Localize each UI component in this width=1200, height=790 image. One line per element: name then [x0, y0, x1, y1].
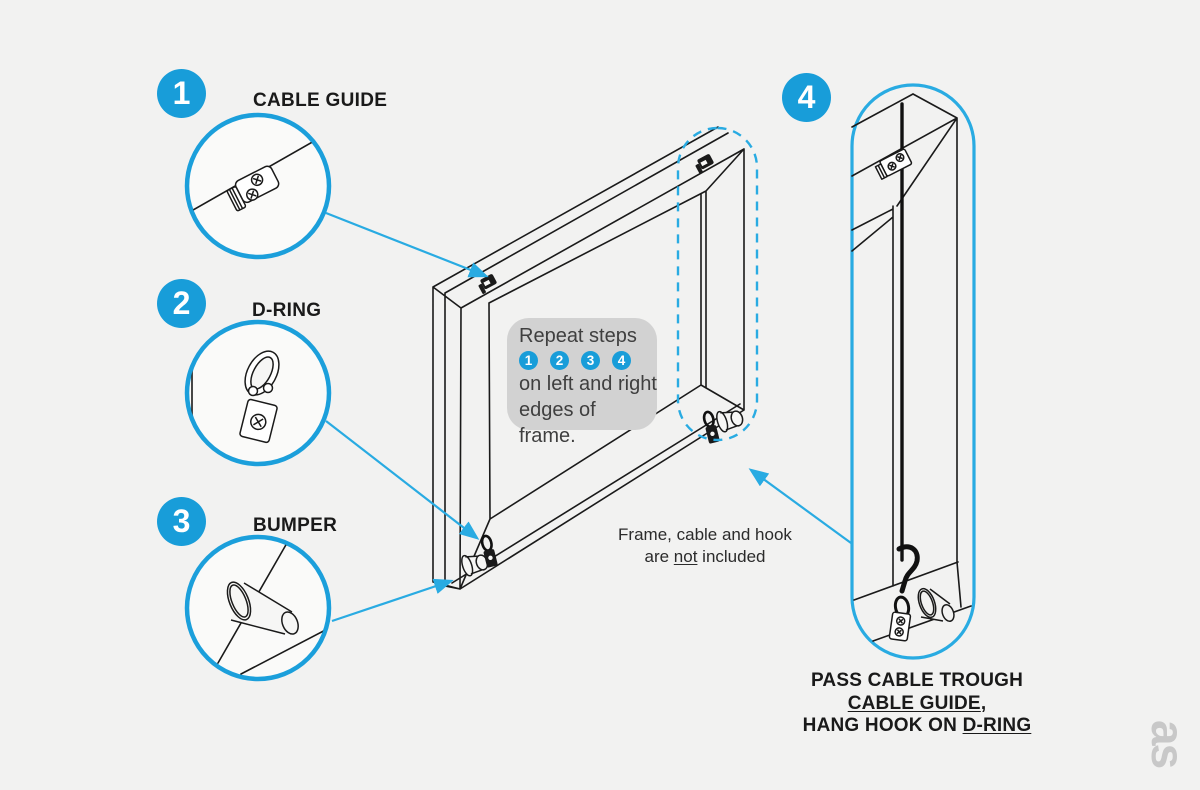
repeat-steps-intro: Repeat steps	[519, 325, 637, 347]
instruction-line3: HANG HOOK ON D-RING	[802, 715, 1032, 736]
capsule-bumper-icon	[917, 587, 955, 622]
arrow-cable-guide	[325, 211, 489, 278]
capsule-hook-and-d-ring-icon	[888, 544, 920, 642]
d-ring-label: D-RING	[252, 300, 322, 321]
bumper-detail-circle	[184, 534, 332, 682]
repeat-steps-panel: Repeat steps 1 2 3 4 on left and right e…	[507, 318, 657, 447]
frame-cable-guide-right-icon	[695, 154, 714, 174]
hanging-detail-capsule	[850, 83, 976, 660]
frame-bumper-right-icon	[716, 410, 744, 433]
note-line2: are not included	[644, 547, 766, 566]
pointer-arrows	[325, 211, 852, 623]
cable-guide-label: CABLE GUIDE	[253, 90, 388, 111]
frame-illustration	[432, 126, 745, 590]
hanging-instruction: PASS CABLE TROUGH CABLE GUIDE, HANG HOOK…	[792, 670, 1042, 738]
step-1-badge: 1	[157, 69, 206, 118]
arrow-d-ring	[325, 420, 480, 540]
brand-logo: as	[1142, 720, 1194, 768]
not-included-note: Frame, cable and hook are not included	[615, 524, 795, 568]
mini-step-4-badge: 4	[612, 351, 631, 370]
mini-step-2-badge: 2	[550, 351, 569, 370]
note-line1: Frame, cable and hook	[618, 525, 792, 544]
step-3-badge: 3	[157, 497, 206, 546]
mini-step-1-badge: 1	[519, 351, 538, 370]
instruction-line2: CABLE GUIDE,	[847, 692, 987, 714]
instruction-line1: PASS CABLE TROUGH	[810, 670, 1024, 691]
step-4-badge: 4	[782, 73, 831, 122]
frame-d-ring-left-icon	[480, 534, 498, 568]
frame-cable-guide-left-icon	[478, 274, 497, 294]
arrow-bumper	[331, 578, 454, 623]
repeat-steps-line3: edges of frame.	[519, 399, 596, 447]
step-2-badge: 2	[157, 279, 206, 328]
repeat-steps-line2: on left and right	[519, 373, 657, 395]
capsule-cable-guide-icon	[874, 148, 913, 180]
cable-guide-detail-circle	[184, 112, 332, 260]
dashed-highlight-capsule	[676, 126, 759, 442]
capsule-frame-edge	[851, 93, 972, 642]
frame-bumper-left-icon	[461, 554, 489, 577]
mini-step-3-badge: 3	[581, 351, 600, 370]
repeat-steps-badges: 1 2 3 4	[519, 351, 657, 370]
bumper-label: BUMPER	[253, 515, 338, 536]
arrow-detail-capsule	[748, 468, 852, 544]
